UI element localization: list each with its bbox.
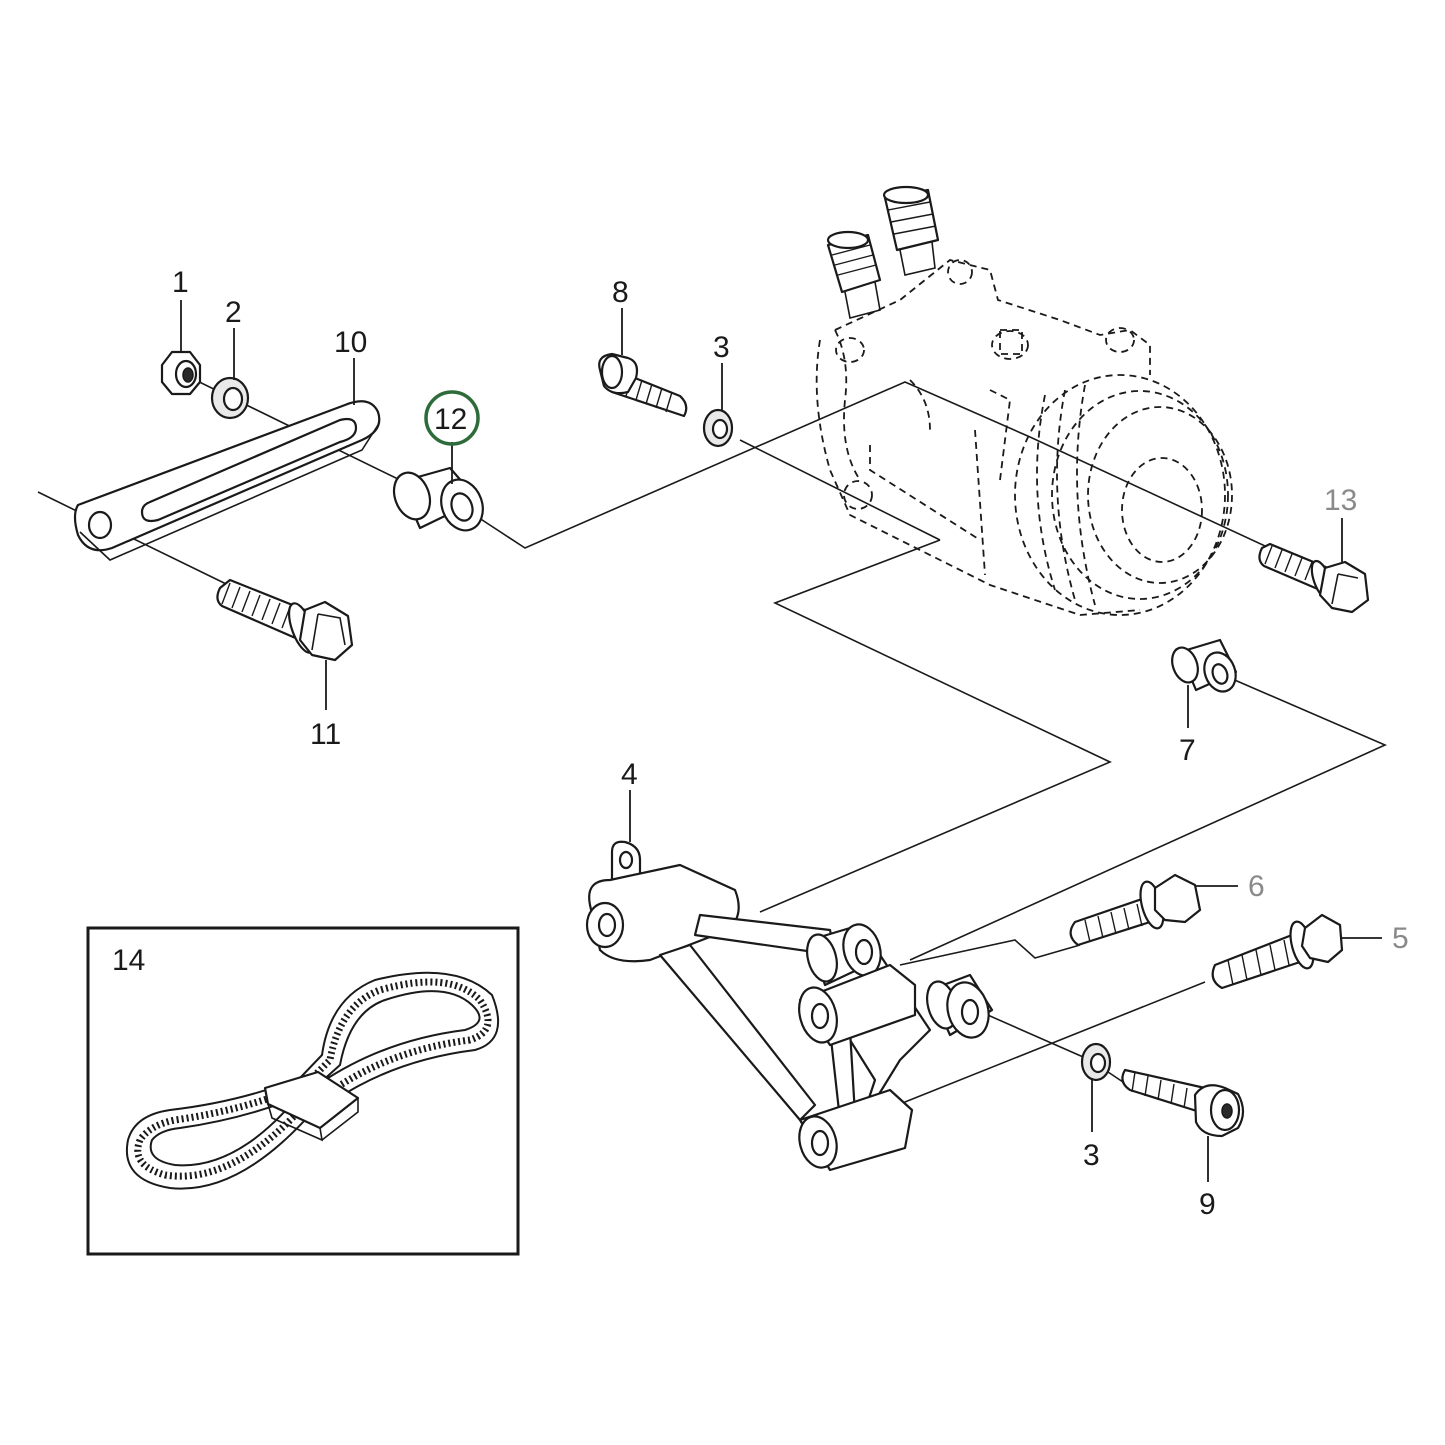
mounting-bracket-part-4[interactable] (585, 840, 995, 1172)
belt-inset-panel (86, 926, 520, 1256)
callout-leaders (180, 300, 1382, 1182)
callout-5[interactable]: 5 (1392, 922, 1409, 955)
callout-2[interactable]: 2 (225, 296, 242, 329)
callout-1[interactable]: 1 (172, 266, 189, 299)
callout-13[interactable]: 13 (1324, 484, 1357, 517)
socket-bolt-part-9[interactable] (1121, 1068, 1245, 1138)
callout-3-lower[interactable]: 3 (1083, 1139, 1100, 1172)
washer-part-3-lower[interactable] (1080, 1042, 1112, 1082)
callout-8[interactable]: 8 (612, 276, 629, 309)
washer-part-2[interactable] (210, 376, 250, 420)
washer-part-3-upper[interactable] (702, 408, 734, 448)
flange-bolt-part-13[interactable] (1258, 542, 1370, 614)
spacer-part-7[interactable] (1168, 638, 1241, 696)
ac-compressor-outline (815, 185, 1233, 616)
callout-12-highlight-ring (424, 390, 480, 446)
callout-3-upper[interactable]: 3 (713, 331, 730, 364)
callout-12[interactable]: 12 (434, 403, 467, 436)
callout-7[interactable]: 7 (1179, 734, 1196, 767)
flange-bolt-part-11[interactable] (216, 578, 354, 662)
slotted-bracket-part-10[interactable] (73, 400, 381, 561)
callout-14[interactable]: 14 (112, 944, 145, 977)
callout-11[interactable]: 11 (310, 718, 341, 751)
drive-belt-part-14[interactable] (125, 971, 500, 1190)
service-valve-left (826, 230, 882, 319)
hex-nut-part-1[interactable] (160, 350, 202, 396)
callout-4[interactable]: 4 (621, 758, 638, 791)
service-valve-right (882, 185, 940, 276)
flange-bolt-part-5[interactable] (1211, 913, 1344, 990)
callout-9[interactable]: 9 (1199, 1188, 1216, 1221)
spacer-sleeve-part-12[interactable] (388, 466, 490, 537)
callout-10[interactable]: 10 (334, 326, 367, 359)
flange-bolt-part-6[interactable] (1069, 873, 1202, 947)
socket-bolt-part-8[interactable] (598, 352, 688, 418)
callout-6[interactable]: 6 (1248, 870, 1265, 903)
callout-labels: 1 2 10 12 11 8 3 13 7 4 6 5 3 9 14 (112, 266, 1409, 1221)
